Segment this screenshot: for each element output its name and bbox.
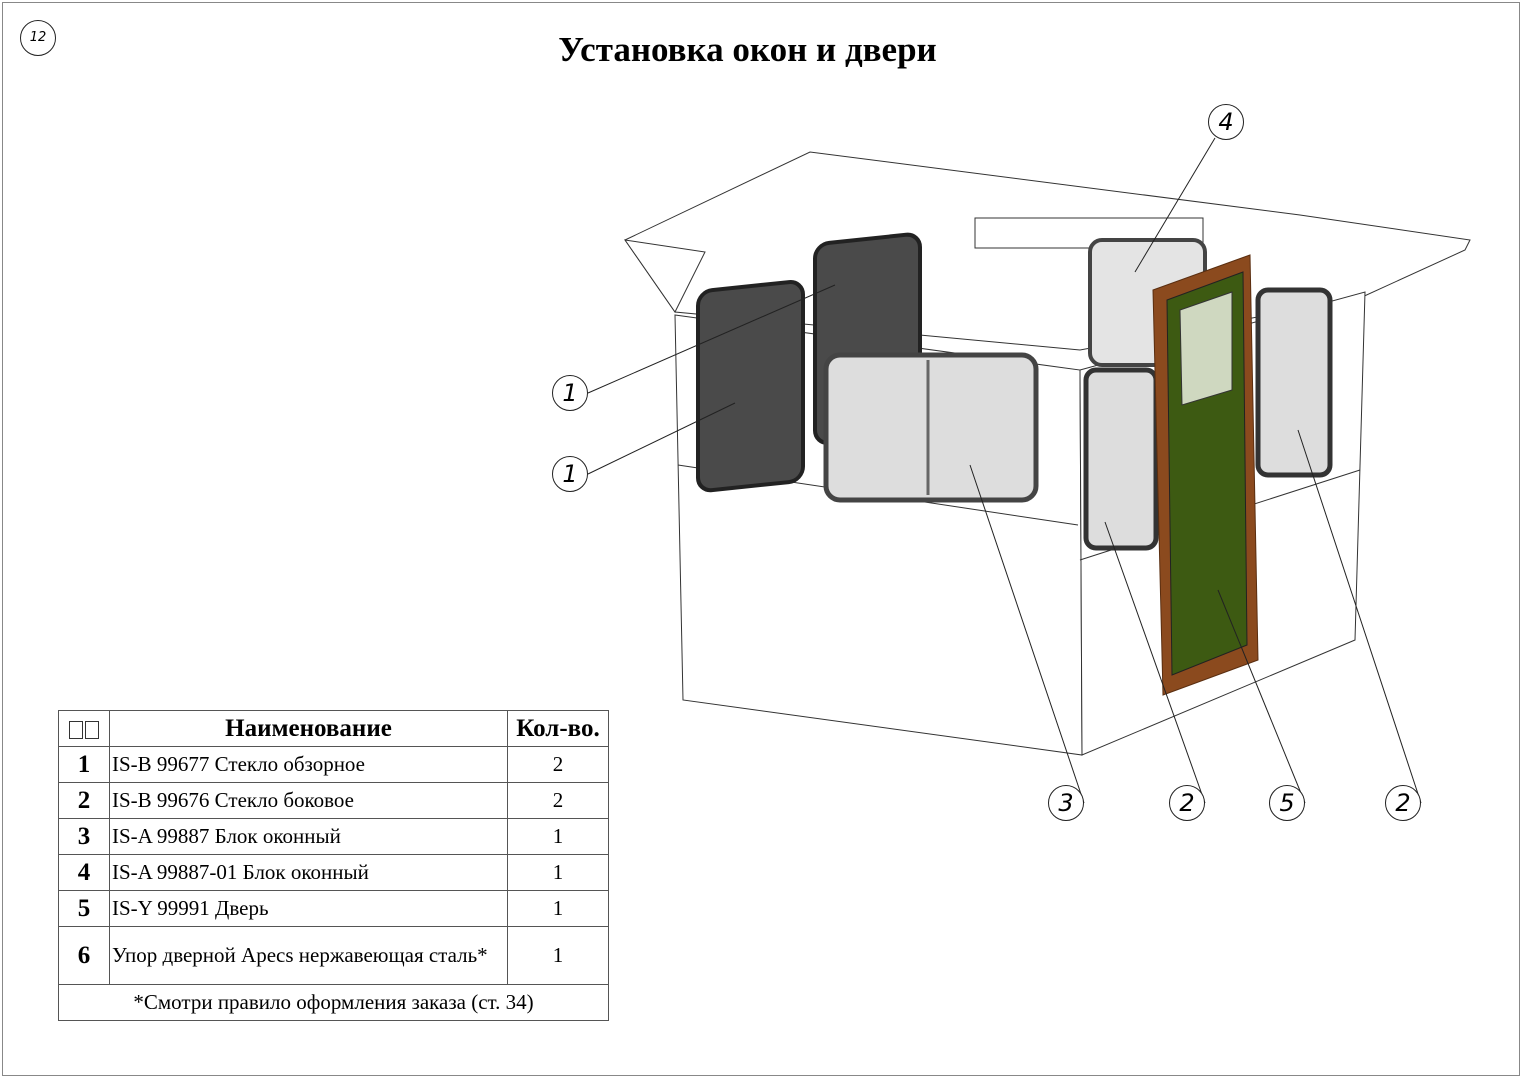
callout-2-left: 2 xyxy=(1169,785,1205,821)
window-2-right xyxy=(1255,287,1333,478)
row-name: IS-B 99676 Стекло боковое xyxy=(109,782,508,819)
table-footer: *Смотри правило оформления заказа (ст. 3… xyxy=(58,984,609,1021)
header-num xyxy=(58,710,110,747)
leader-lines xyxy=(587,137,1422,804)
row-name: IS-A 99887-01 Блок оконный xyxy=(109,854,508,891)
door xyxy=(1152,254,1259,696)
row-name: IS-B 99677 Стекло обзорное xyxy=(109,746,508,783)
callout-1-bottom: 1 xyxy=(552,456,588,492)
row-num: 6 xyxy=(58,926,110,985)
callout-3: 3 xyxy=(1048,785,1084,821)
window-3 xyxy=(823,352,1039,503)
row-qty: 1 xyxy=(507,854,609,891)
row-qty: 1 xyxy=(507,926,609,985)
row-num: 2 xyxy=(58,782,110,819)
row-num: 5 xyxy=(58,890,110,927)
roof-front-slope xyxy=(623,239,706,313)
callout-5: 5 xyxy=(1269,785,1305,821)
page-number: 12 xyxy=(20,20,56,56)
row-qty: 1 xyxy=(507,890,609,927)
window-1a xyxy=(696,279,805,493)
callout-2-right: 2 xyxy=(1385,785,1421,821)
row-qty: 2 xyxy=(507,746,609,783)
row-name: Упор дверной Apecs нержавеющая сталь* xyxy=(109,926,508,985)
row-qty: 1 xyxy=(507,818,609,855)
row-name: IS-Y 99991 Дверь xyxy=(109,890,508,927)
window-2-left xyxy=(1083,367,1159,551)
page-title: Установка окон и двери xyxy=(558,30,937,69)
callout-4: 4 xyxy=(1208,104,1244,140)
header-name: Наименование xyxy=(109,710,508,747)
table-header: Наименование Кол-во. xyxy=(58,710,609,747)
row-num: 3 xyxy=(58,818,110,855)
row-num: 4 xyxy=(58,854,110,891)
header-qty: Кол-во. xyxy=(507,710,609,747)
footnote: *Смотри правило оформления заказа (ст. 3… xyxy=(58,984,609,1021)
row-name: IS-A 99887 Блок оконный xyxy=(109,818,508,855)
row-qty: 2 xyxy=(507,782,609,819)
row-num: 1 xyxy=(58,746,110,783)
callout-1-top: 1 xyxy=(552,375,588,411)
